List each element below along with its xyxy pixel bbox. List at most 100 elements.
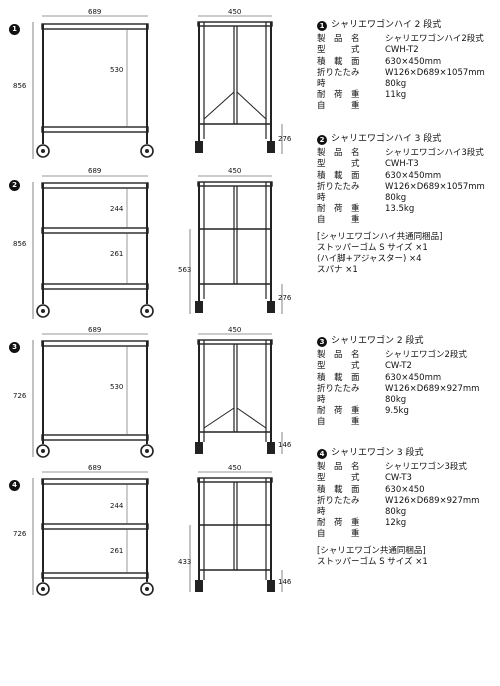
spec-key: 積 載 面 (317, 484, 360, 495)
front-inner-label-2: 261 (110, 547, 124, 555)
bundled-items: [シャリエワゴン共通同梱品] ストッパーゴム S サイズ ×1 (317, 546, 479, 568)
bundled-item-line: (ハイ脚+アジャスター) ×4 (317, 254, 422, 265)
spec-key: 積 載 面 (317, 56, 360, 67)
spec-value: CWH-T2 (385, 45, 419, 56)
front-height-label: 856 (13, 240, 27, 248)
spec-row: 時 80kg (317, 395, 479, 406)
side-width-label: 450 (228, 326, 242, 334)
side-width-label: 450 (228, 167, 242, 175)
spec-value: シャリエワゴン3段式 (385, 462, 467, 473)
spec-row: 製 品 名 シャリエワゴン3段式 (317, 462, 479, 473)
product-number-badge: 4 (9, 480, 20, 491)
spec-value: 11kg (385, 90, 407, 101)
front-height-label: 726 (13, 530, 27, 538)
product-number-badge: 2 (9, 180, 20, 191)
front-width-label: 689 (88, 8, 102, 16)
spec-value: 9.5kg (385, 406, 409, 417)
spec-number-badge: 2 (317, 134, 327, 145)
spec-key: 型 式 (317, 361, 360, 372)
spec-row: 積 載 面 630×450 (317, 485, 479, 496)
spec-value: 80kg (385, 395, 407, 406)
spec-key: 耐 荷 重 (317, 90, 360, 101)
spec-row: 型 式 CW-T3 (317, 473, 479, 484)
spec-key: 型 式 (317, 45, 360, 56)
spec-value: CWH-T3 (385, 159, 419, 170)
side-width-label: 450 (228, 8, 242, 16)
spec-header: 1 シャリエワゴンハイ 2 段式 (317, 20, 485, 31)
spec-value: W126×D689×1057mm (385, 67, 485, 78)
spec-key: 積 載 面 (317, 372, 360, 383)
spec-key: 折りたたみ (317, 383, 360, 394)
bundled-item-line: スパナ ×1 (317, 265, 358, 276)
spec-value (385, 101, 485, 112)
spec-title: シャリエワゴンハイ 3 段式 (331, 134, 442, 144)
spec-row: 自 重 (317, 417, 479, 428)
spec-key: 折りたたみ (317, 495, 360, 506)
side-bottom-label: 146 (278, 441, 292, 449)
side-width-label: 450 (228, 464, 242, 472)
bundled-item-line: [シャリエワゴン共通同梱品] (317, 545, 426, 556)
front-inner-label-2: 261 (110, 250, 124, 258)
spec-value (385, 417, 479, 428)
front-view-drawing (32, 333, 154, 458)
spec-row: 折りたたみ W126×D689×927mm (317, 496, 479, 507)
front-width-label: 689 (88, 464, 102, 472)
spec-value: W126×D689×927mm (385, 495, 480, 506)
spec-header: 3 シャリエワゴン 2 段式 (317, 336, 479, 347)
spec-value (385, 215, 485, 226)
spec-row: 製 品 名シャリエワゴンハイ3段式 (317, 148, 485, 159)
spec-row: 型 式 CWH-T2 (317, 45, 485, 56)
spec-key: 時 (317, 79, 326, 90)
spec-header: 2 シャリエワゴンハイ 3 段式 (317, 134, 485, 145)
spec-key: 時 (317, 395, 326, 406)
front-height-label: 726 (13, 392, 27, 400)
front-width-label: 689 (88, 326, 102, 334)
spec-value: シャリエワゴンハイ3段式 (385, 148, 484, 159)
product-number-badge: 3 (9, 342, 20, 353)
front-view-drawing (32, 175, 154, 319)
spec-row: 自 重 (317, 101, 485, 112)
spec-key: 製 品 名 (317, 350, 360, 361)
side-sub-label: 563 (178, 266, 192, 274)
front-inner-label-1: 244 (110, 205, 124, 213)
front-view-drawing (32, 15, 154, 159)
spec-value: シャリエワゴンハイ2段式 (385, 34, 484, 45)
spec-value: 13.5kg (385, 204, 415, 215)
bundled-items: [シャリエワゴンハイ共通同梱品] ストッパーゴム S サイズ ×1 (ハイ脚+ア… (317, 232, 485, 277)
bundled-item-line: [シャリエワゴンハイ共通同梱品] (317, 231, 443, 242)
spec-key: 時 (317, 507, 326, 518)
spec-value: CW-T3 (385, 473, 412, 484)
spec-value: CW-T2 (385, 361, 412, 372)
spec-key: 耐 荷 重 (317, 204, 360, 215)
spec-value: 630×450mm (385, 170, 442, 181)
spec-row: 耐 荷 重 11kg (317, 90, 485, 101)
side-view-drawing (195, 15, 283, 154)
spec-key: 型 式 (317, 473, 360, 484)
spec-row: 折りたたみ W126×D689×927mm (317, 384, 479, 395)
spec-number-badge: 1 (317, 20, 327, 31)
spec-key: 耐 荷 重 (317, 518, 360, 529)
spec-key: 時 (317, 193, 326, 204)
spec-row: 自 重 (317, 529, 479, 540)
front-inner-label-1: 530 (110, 383, 124, 391)
front-width-label: 689 (88, 167, 102, 175)
spec-key: 自 重 (317, 417, 360, 428)
spec-key: 製 品 名 (317, 462, 360, 473)
spec-value: 630×450 (385, 484, 425, 495)
spec-value: W126×D689×927mm (385, 383, 480, 394)
bundled-item-line: ストッパーゴム S サイズ ×1 (317, 556, 428, 567)
side-view-drawing (189, 471, 283, 592)
bundled-item-line: ストッパーゴム S サイズ ×1 (317, 242, 428, 253)
